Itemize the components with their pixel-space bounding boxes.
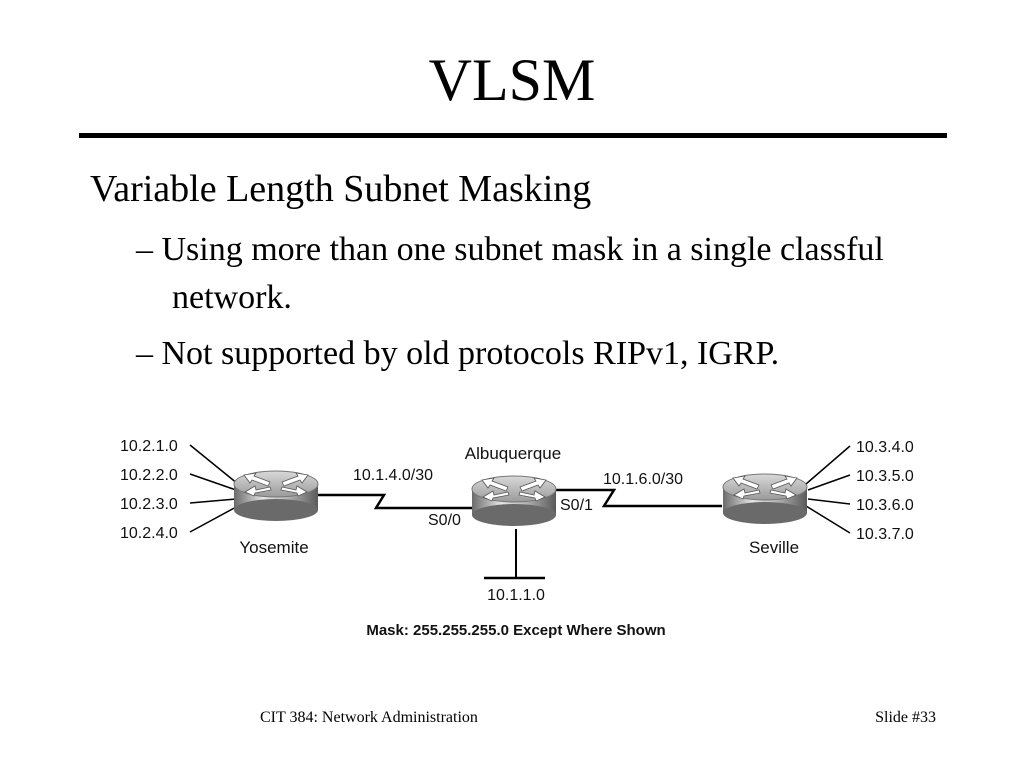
router-albuquerque-icon — [471, 475, 557, 527]
title-divider — [79, 133, 947, 138]
yosemite-lan-label-2: 10.2.2.0 — [120, 467, 178, 484]
yosemite-lan-links — [189, 444, 239, 533]
sub-bullet-2: – Not supported by old protocols RIPv1, … — [136, 335, 780, 372]
mask-note: Mask: 255.255.255.0 Except Where Shown — [366, 622, 665, 639]
serial-link-right — [556, 488, 722, 508]
router-seville-icon — [722, 473, 808, 525]
interface-label-s00: S0/0 — [428, 512, 461, 529]
seville-lan-label-1: 10.3.4.0 — [856, 439, 914, 456]
serial-link-left — [318, 493, 472, 510]
router-label-seville: Seville — [749, 538, 799, 557]
interface-label-s01: S0/1 — [560, 497, 593, 514]
seville-lan-label-2: 10.3.5.0 — [856, 468, 914, 485]
seville-lan-links — [805, 445, 851, 534]
yosemite-lan-label-3: 10.2.3.0 — [120, 496, 178, 513]
seville-lan-label-3: 10.3.6.0 — [856, 497, 914, 514]
link-label-right: 10.1.6.0/30 — [603, 471, 683, 488]
yosemite-lan-label-4: 10.2.4.0 — [120, 525, 178, 542]
main-bullet: Variable Length Subnet Masking — [90, 168, 592, 210]
albuquerque-lan-label: 10.1.1.0 — [487, 587, 545, 604]
yosemite-lan-label-1: 10.2.1.0 — [120, 438, 178, 455]
sub-bullet-1: – Using more than one subnet mask in a s… — [136, 231, 884, 316]
router-label-albuquerque: Albuquerque — [465, 444, 561, 463]
seville-lan-label-4: 10.3.7.0 — [856, 526, 914, 543]
footer-slide-number: Slide #33 — [875, 709, 936, 726]
link-label-left: 10.1.4.0/30 — [353, 467, 433, 484]
router-yosemite-icon — [233, 470, 319, 522]
slide-title: VLSM — [428, 47, 596, 113]
footer-course: CIT 384: Network Administration — [260, 709, 478, 726]
router-label-yosemite: Yosemite — [239, 538, 308, 557]
